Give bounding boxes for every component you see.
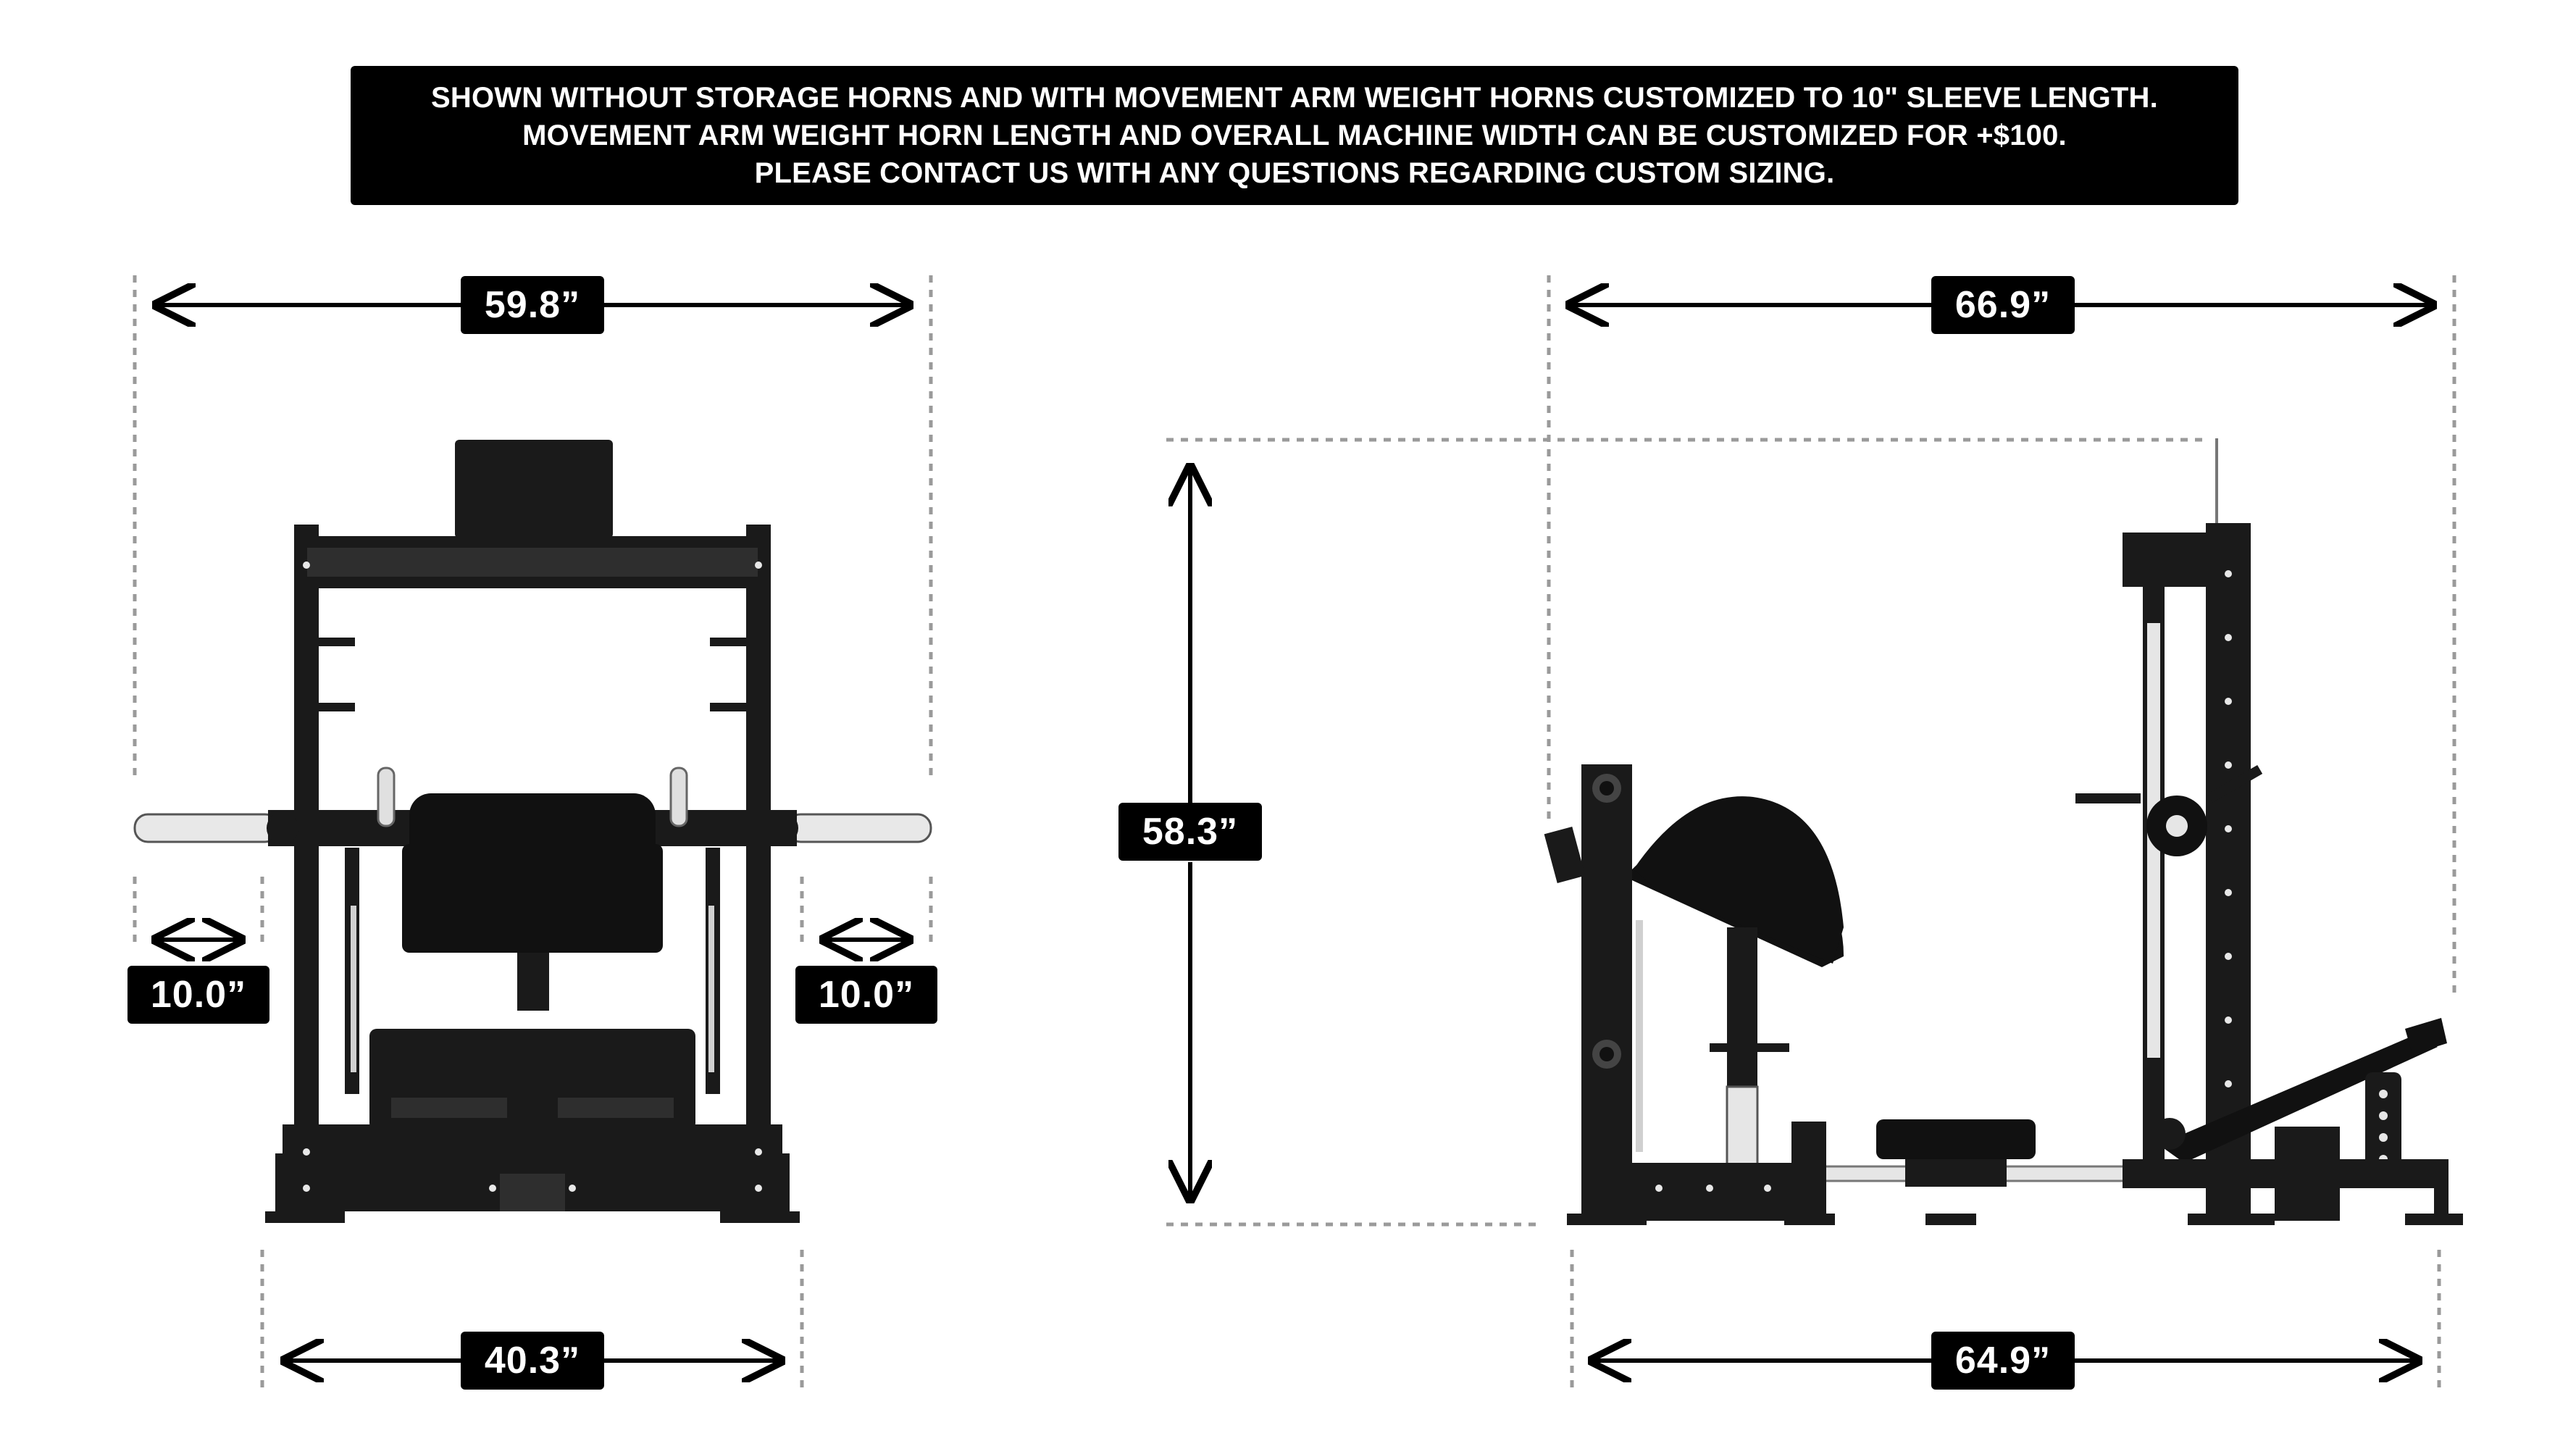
overall-length-label: 66.9” (1931, 276, 2075, 334)
notice-line-2: MOVEMENT ARM WEIGHT HORN LENGTH AND OVER… (522, 120, 2067, 151)
left-weight-horn (133, 813, 280, 843)
dimension-arrows (156, 305, 2433, 1361)
front-view-machine (133, 440, 932, 1223)
base-length-label: 64.9” (1931, 1332, 2075, 1390)
left-horn-label: 10.0” (127, 966, 269, 1024)
base-width-label: 40.3” (461, 1332, 604, 1390)
side-view-machine (1544, 438, 2463, 1225)
right-horn-label: 10.0” (795, 966, 937, 1024)
guide-lines (133, 275, 2456, 1387)
notice-banner: SHOWN WITHOUT STORAGE HORNS AND WITH MOV… (351, 66, 2238, 205)
height-label: 58.3” (1118, 803, 1262, 861)
top-pad-plate (455, 440, 613, 538)
notice-line-3: PLEASE CONTACT US WITH ANY QUESTIONS REG… (754, 157, 1835, 189)
overall-width-label: 59.8” (461, 276, 604, 334)
notice-line-1: SHOWN WITHOUT STORAGE HORNS AND WITH MOV… (431, 82, 2158, 114)
right-weight-horn (786, 813, 932, 843)
